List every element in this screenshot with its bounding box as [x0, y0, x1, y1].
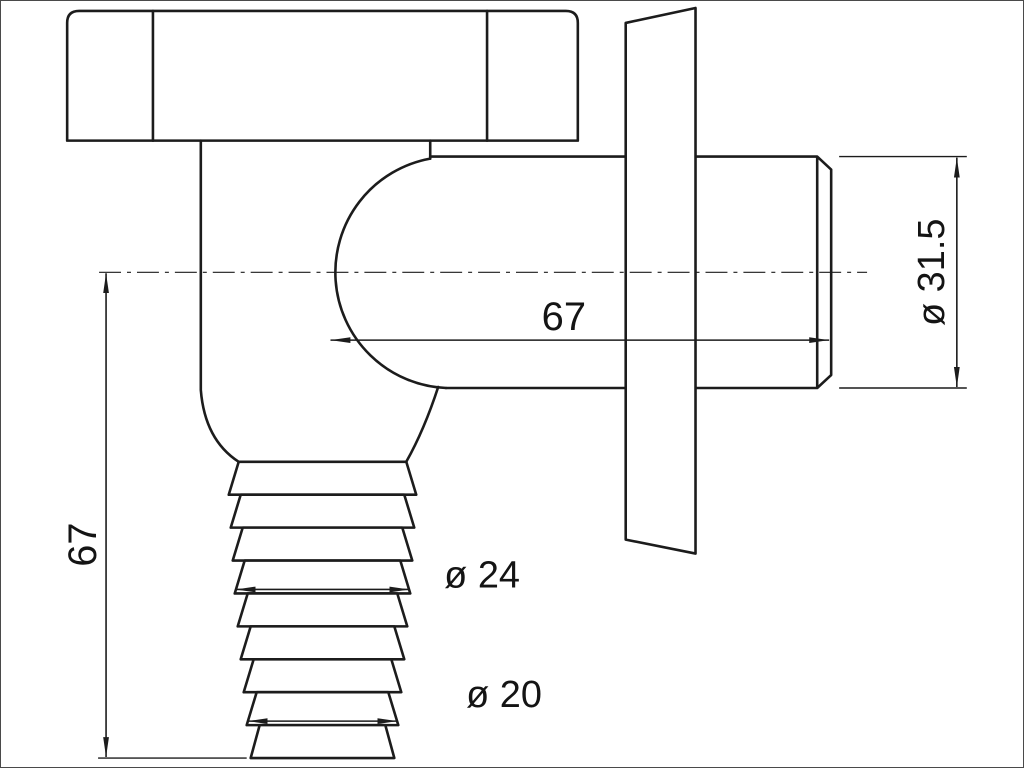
dim-label-horizontal-67: 67: [542, 295, 586, 339]
hose-barb-ring: [231, 526, 414, 562]
hose-barb-ring: [236, 592, 409, 628]
dim-label-diameter-20: ø 20: [466, 674, 542, 716]
top-cap-outline: [65, 9, 580, 142]
fitting-outline: [65, 6, 833, 760]
dim-label-vertical-67: 67: [61, 522, 105, 566]
hose-barb-ring: [233, 559, 412, 595]
hose-barb-ring: [229, 493, 416, 529]
elbow-arc: [334, 157, 448, 390]
dimension-annotations: 67 ø 31.5 67 ø 24 ø 20: [61, 155, 967, 759]
dim-label-diameter-31-5: ø 31.5: [911, 219, 953, 326]
barb-right-transition: [404, 385, 440, 464]
body-left-profile: [199, 139, 241, 464]
hose-barb-ring: [227, 460, 418, 497]
hose-barb-ring: [249, 723, 396, 760]
dim-label-diameter-24: ø 24: [444, 554, 520, 596]
hose-barb-ring: [239, 625, 406, 661]
hose-barb-ring: [245, 690, 400, 727]
wall-flange: [624, 6, 697, 555]
hose-barb-ring: [242, 657, 403, 694]
